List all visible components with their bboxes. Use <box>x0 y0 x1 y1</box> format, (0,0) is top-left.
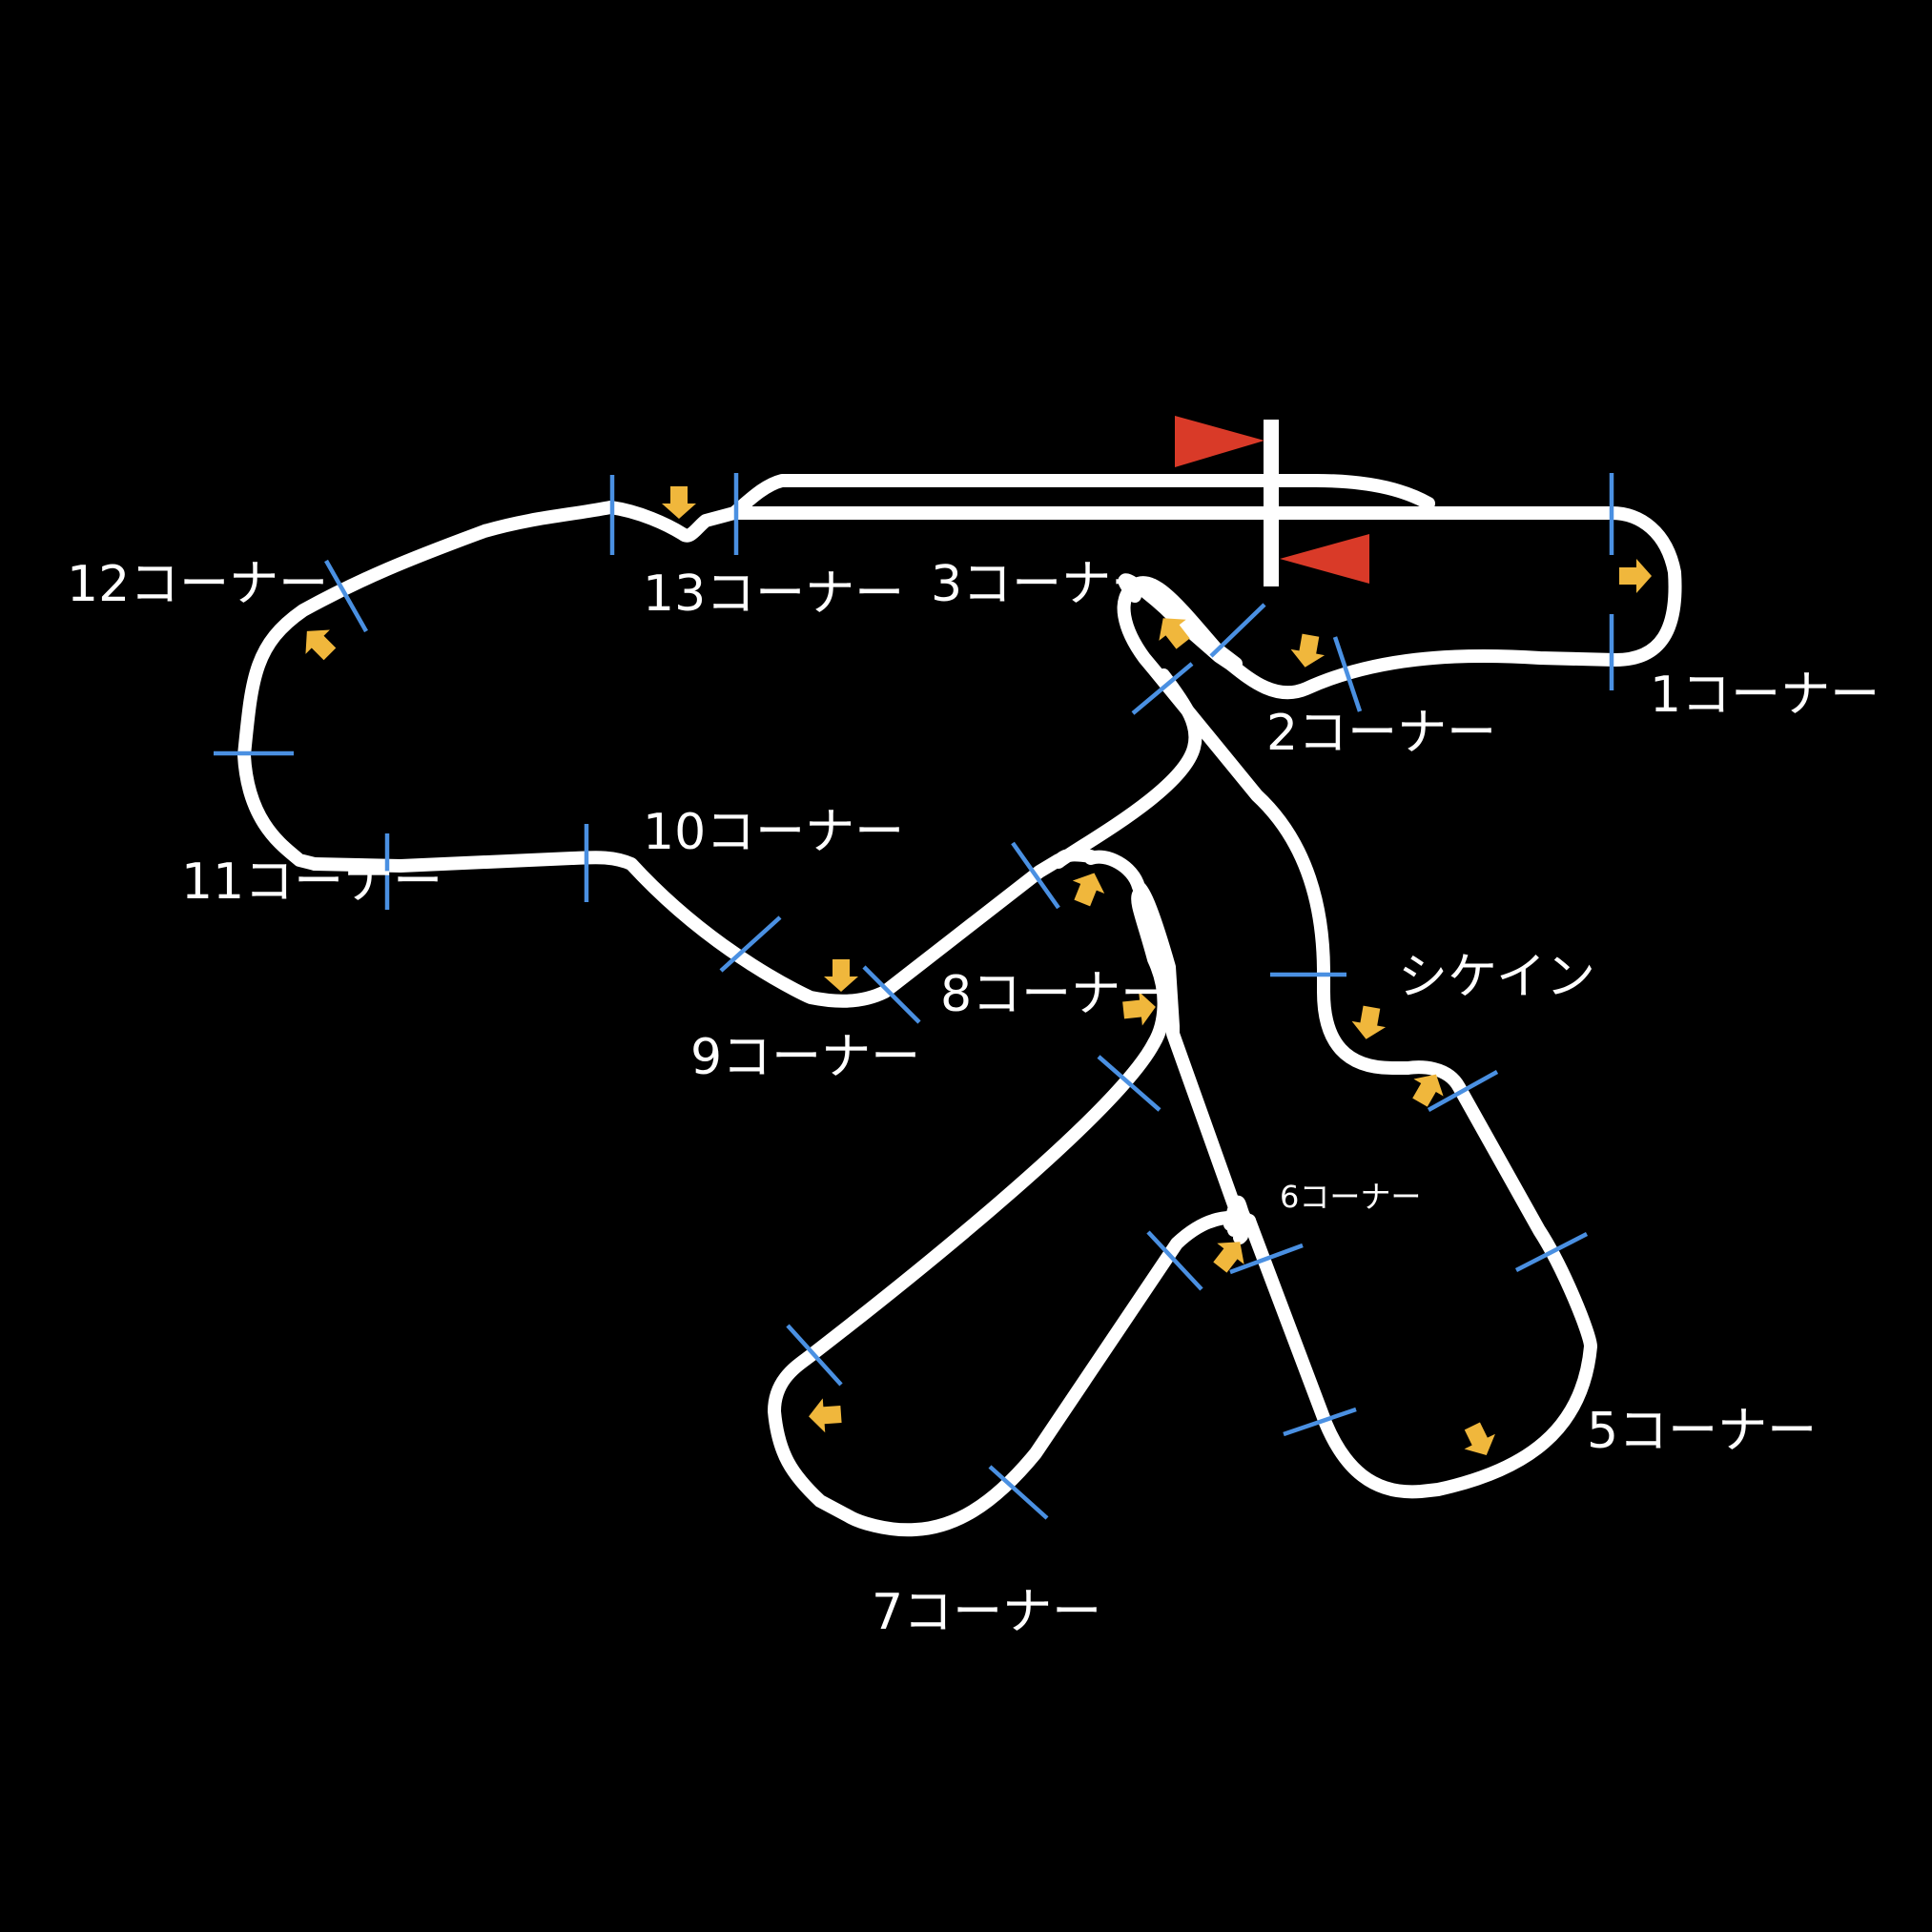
track-corner-9 <box>308 851 1065 1008</box>
sector-marker <box>1514 1231 1589 1273</box>
sector-marker <box>1283 1407 1357 1437</box>
corner-label-10: 10コーナー <box>643 804 904 861</box>
track-pit-lane <box>728 474 1435 520</box>
corner-label-7: 7コーナー <box>872 1584 1101 1641</box>
sector-marker <box>862 965 921 1024</box>
corner-label-9: 9コーナー <box>690 1029 920 1086</box>
sector-marker <box>1209 603 1266 658</box>
track-corner-8 <box>1131 888 1171 1050</box>
corner-label-8: 8コーナー <box>940 966 1170 1023</box>
sector-marker <box>1011 841 1060 910</box>
sector-marker <box>1146 1230 1203 1291</box>
sector-marker <box>719 915 782 973</box>
corner-label-1: 1コーナー <box>1650 667 1880 724</box>
corner-label-11: 11コーナー <box>181 853 442 911</box>
sector-marker <box>324 559 368 633</box>
sector-marker <box>1427 1070 1499 1112</box>
corner-label-6: 6コーナー <box>1280 1179 1421 1215</box>
track-layout <box>237 474 1682 1537</box>
sector-markers <box>214 473 1614 1520</box>
sector-marker <box>1131 662 1194 715</box>
track-corner-6 <box>768 1037 1256 1537</box>
pennant-flag-icon <box>1280 534 1369 584</box>
track-crossover <box>1052 668 1202 869</box>
corner-label-2: 2コーナー <box>1266 705 1496 762</box>
track-corner-6-entry <box>1084 850 1248 1233</box>
corner-label-5: 5コーナー <box>1587 1403 1817 1460</box>
corner-label-13: 13コーナー <box>643 565 904 623</box>
sector-marker <box>1097 1055 1161 1112</box>
sector-marker <box>1229 1243 1304 1275</box>
track-corner-3 <box>1117 576 1414 1075</box>
start-finish <box>1175 416 1369 586</box>
corner-label-12: 12コーナー <box>67 556 328 613</box>
sector-marker <box>786 1324 843 1387</box>
pennant-flag-icon <box>1175 416 1264 467</box>
sector-marker <box>1332 636 1363 712</box>
corner-label-3: 3コーナー <box>931 556 1161 613</box>
corner-label-chicane: シケイン <box>1398 949 1595 1006</box>
sector-marker <box>988 1465 1049 1520</box>
corner-labels: 1コーナー 2コーナー 3コーナー シケイン 5コーナー 6コーナー 7コーナー… <box>67 556 1880 1641</box>
track-main-straight <box>728 506 1682 700</box>
